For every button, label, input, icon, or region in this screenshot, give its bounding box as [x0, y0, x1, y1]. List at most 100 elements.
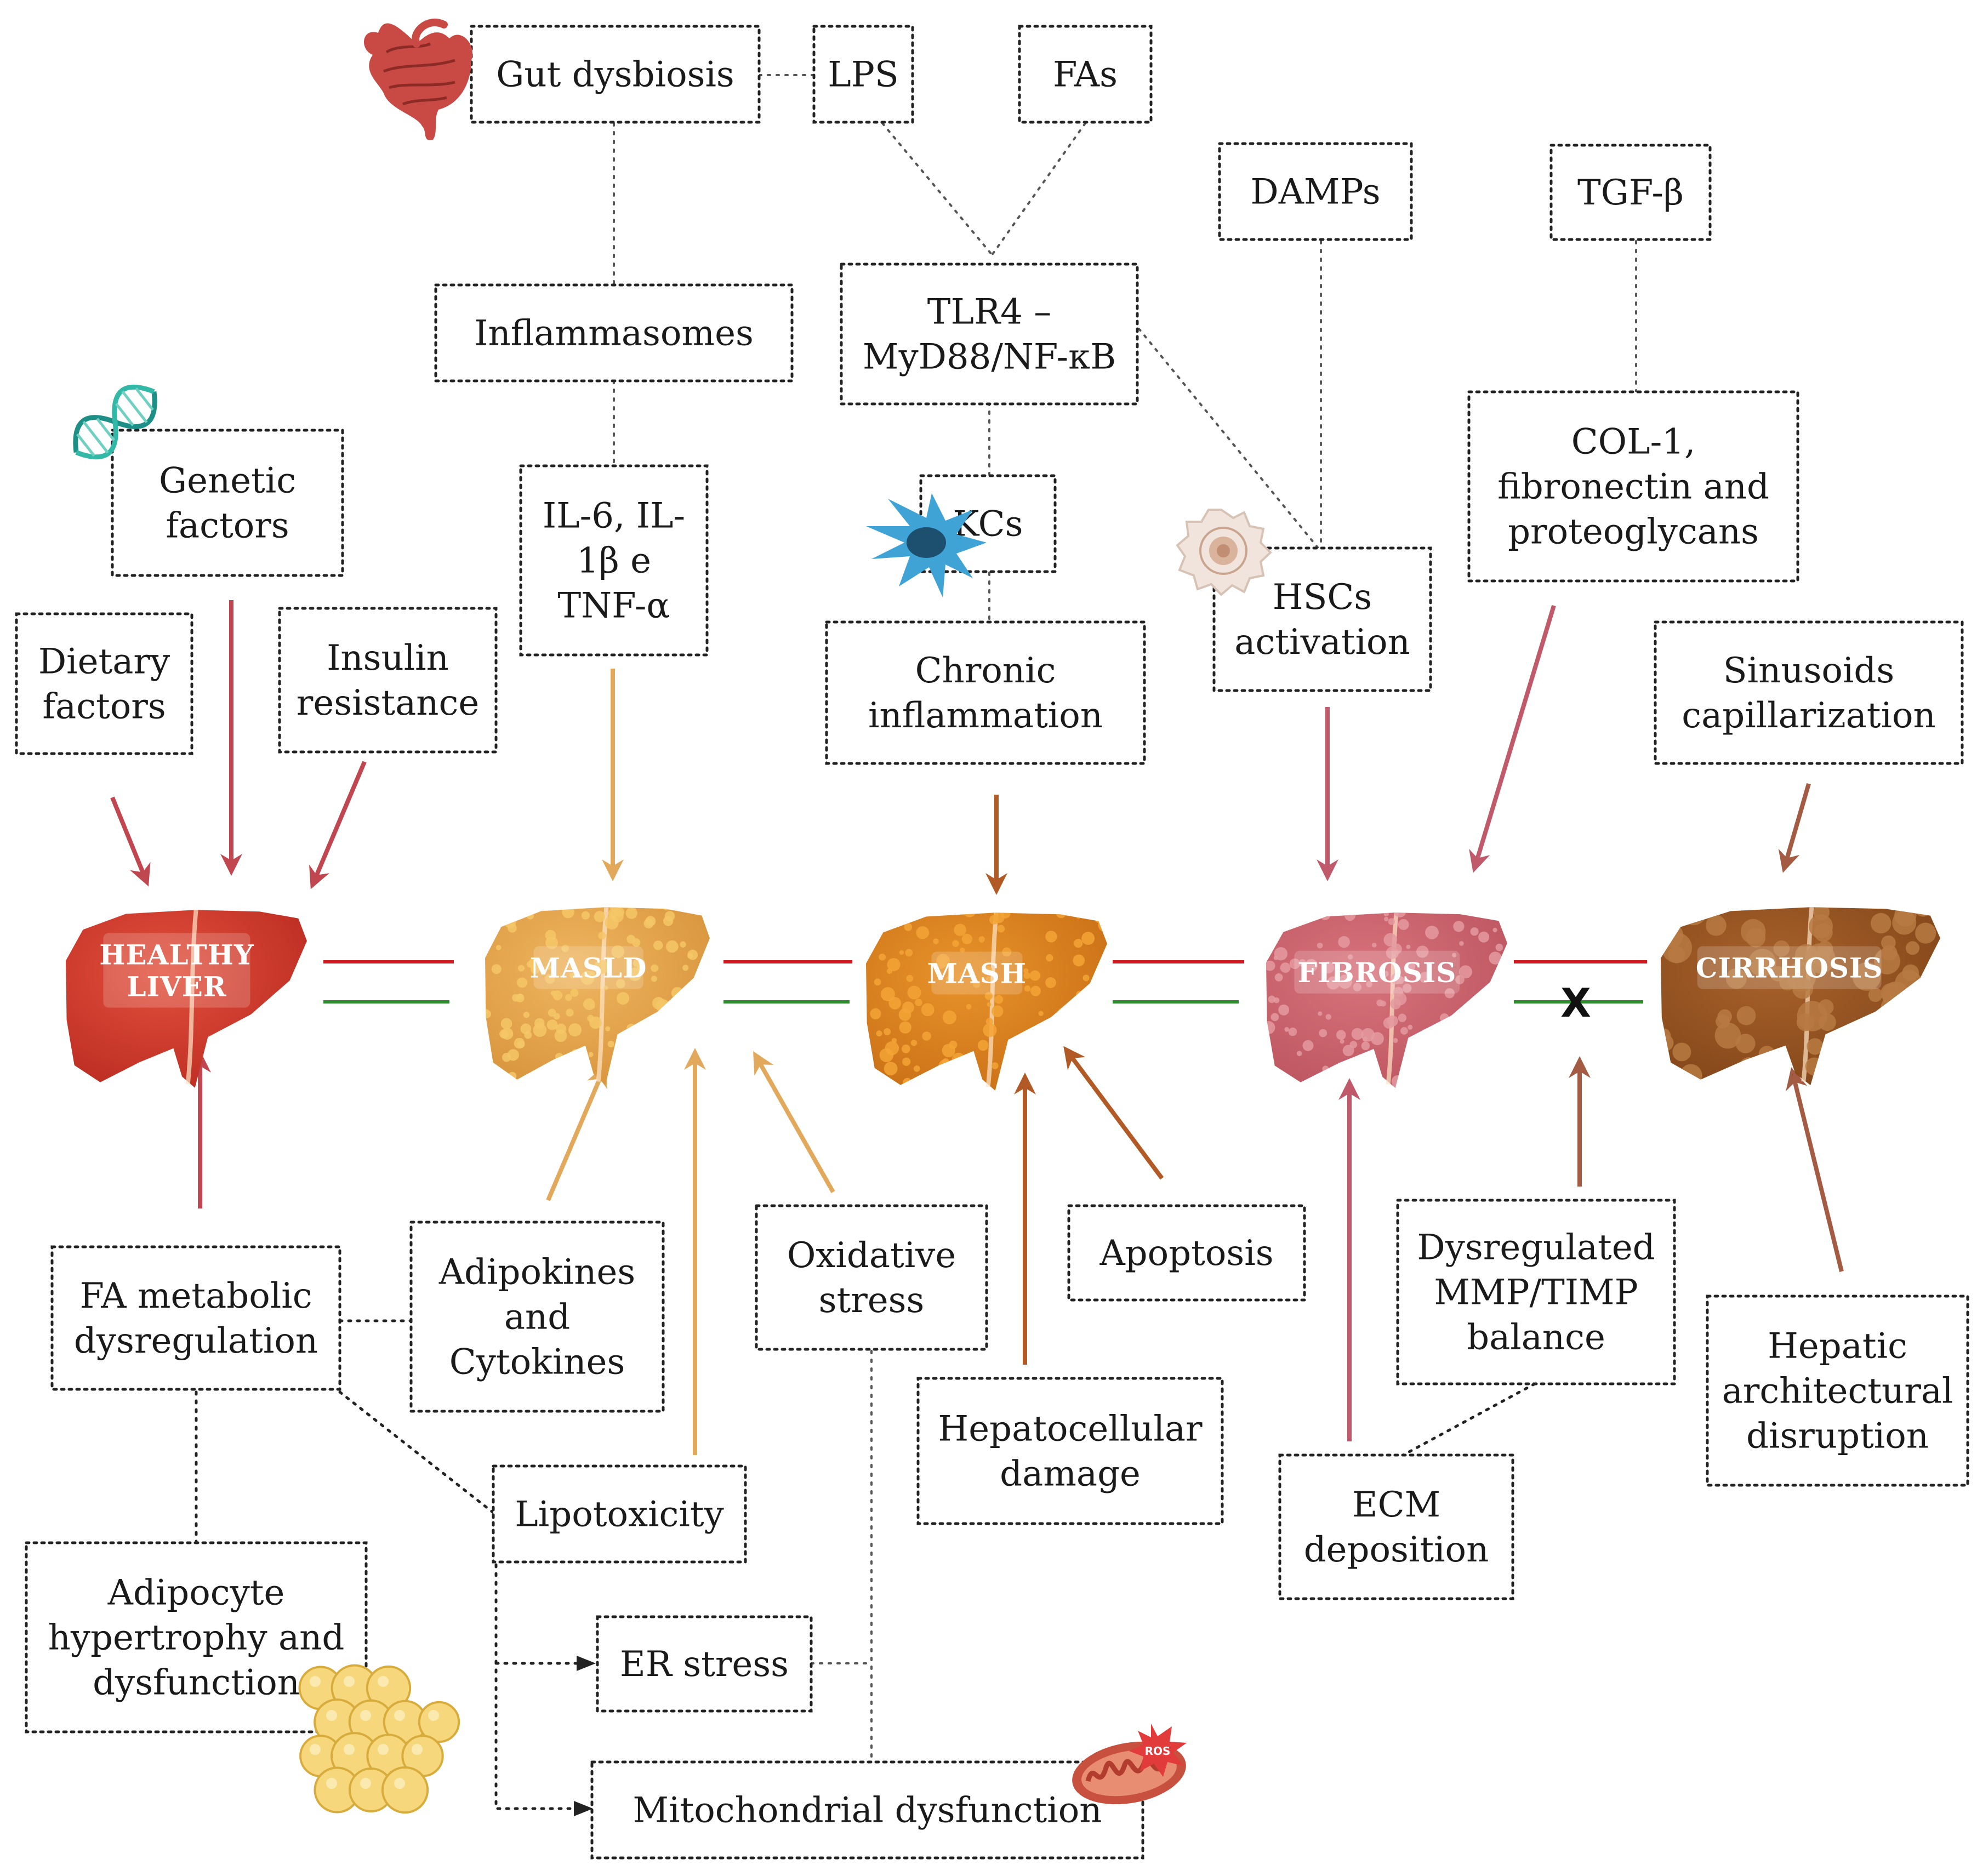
stage-label: FIBROSIS	[1297, 956, 1456, 989]
stage-label: CIRRHOSIS	[1696, 952, 1883, 984]
box-label: Mitochondrial dysfunction	[633, 1791, 1102, 1831]
box-label: TGF-β	[1577, 173, 1684, 213]
arrow-insulin-healthy	[309, 761, 367, 889]
box-frame	[1706, 1295, 1969, 1487]
dna-icon	[73, 384, 157, 460]
liver-cirrhosis: CIRRHOSIS	[1661, 906, 1940, 1085]
stage-label: MASLD	[530, 952, 647, 984]
kupffer-cell-icon	[866, 493, 987, 597]
box-label: FAs	[1053, 55, 1118, 95]
arrows	[110, 600, 1844, 1455]
liver-body	[1266, 913, 1507, 1088]
box-frame	[519, 464, 709, 657]
box-damps: DAMPs	[1218, 142, 1413, 241]
box-label: Gut dysbiosis	[496, 55, 734, 95]
box-label: Inflammasomes	[474, 313, 754, 354]
arrow-col1-fibrosis	[1469, 605, 1556, 873]
box-label: DAMPs	[1250, 172, 1380, 213]
connector-fas-tlr4	[991, 122, 1086, 256]
box-frame	[596, 1615, 813, 1713]
box-frame	[278, 607, 498, 754]
box-frame	[590, 1760, 1144, 1860]
box-frame	[1396, 1199, 1676, 1385]
box-tlr4: TLR4 –MyD88/NF-κB	[840, 263, 1139, 406]
box-frame	[409, 1221, 665, 1413]
box-lps: LPS	[812, 25, 914, 124]
transition-lines: X	[323, 960, 1647, 1026]
connector-lps-tlr4	[881, 122, 993, 256]
box-label: LPS	[828, 55, 898, 95]
arrow-adipokines-masld	[546, 1064, 607, 1201]
arrow-sinusoids-cirrhosis	[1778, 783, 1811, 873]
box-frame	[812, 25, 914, 124]
box-frame	[1467, 390, 1799, 583]
box-frame	[15, 612, 193, 755]
box-frame	[840, 263, 1139, 406]
box-frame	[50, 1245, 341, 1391]
connectors	[195, 74, 1637, 1816]
box-frame	[1654, 620, 1964, 765]
mitochondrion-icon: ROS	[1072, 1724, 1187, 1805]
box-frame	[1549, 144, 1712, 241]
box-frame	[1018, 25, 1153, 124]
box-frame	[755, 1204, 988, 1351]
box-label: Apoptosis	[1099, 1233, 1273, 1274]
box-frame	[1067, 1204, 1306, 1302]
box-frame	[825, 620, 1146, 765]
box-frame	[434, 283, 794, 383]
box-frame	[1278, 1453, 1514, 1600]
stellate-cell-icon	[1176, 509, 1272, 596]
box-frame	[111, 429, 344, 577]
liver-body	[66, 910, 307, 1088]
ros-label: ROS	[1145, 1744, 1171, 1758]
liver-masld: MASLD	[485, 906, 710, 1085]
box-label: TLR4 –MyD88/NF-κB	[863, 292, 1116, 378]
box-mito: Mitochondrial dysfunction	[590, 1760, 1144, 1860]
box-frame	[1218, 142, 1413, 241]
box-label: ER stress	[620, 1644, 789, 1685]
adipocyte-cluster-icon	[298, 1664, 460, 1814]
box-frame	[470, 25, 761, 124]
arrow-apoptosis-mash	[1063, 1046, 1164, 1180]
connector-dysregulated-ecm	[1401, 1382, 1536, 1457]
connector-fa-lipotoxicity	[338, 1390, 495, 1514]
liver-mash: MASH	[866, 912, 1107, 1091]
arrow-hepatic-cirrhosis	[1786, 1067, 1844, 1272]
box-label: Lipotoxicity	[515, 1495, 723, 1535]
arrow-dietary-healthy	[110, 796, 151, 887]
box-frame	[492, 1464, 747, 1564]
